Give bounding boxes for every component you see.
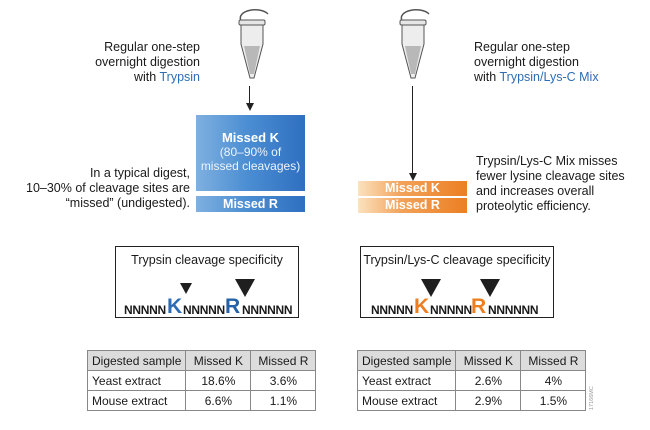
spec-title: Trypsin/Lys-C cleavage specificity	[363, 253, 551, 267]
missed-k-box-mix: Missed K	[358, 181, 467, 196]
down-arrow-icon	[412, 86, 414, 174]
cleavage-sequence: NNNNN K NNNNN R NNNNNN	[116, 279, 298, 323]
left-note: In a typical digest, 10–30% of cleavage …	[26, 166, 190, 210]
lysine-residue: K	[414, 295, 430, 318]
cleavage-triangle-icon	[480, 279, 500, 297]
down-arrow-icon	[245, 103, 254, 111]
lysine-residue: K	[167, 295, 183, 318]
trypsin-specificity-box: Trypsin cleavage specificity NNNNN K NNN…	[115, 246, 299, 318]
right-results-table: Digested sample Missed K Missed R Yeast …	[356, 350, 587, 411]
arginine-residue: R	[471, 295, 487, 318]
trypsin-lysc-specificity-box: Trypsin/Lys-C cleavage specificity NNNNN…	[360, 246, 554, 318]
cleavage-triangle-icon	[180, 283, 192, 294]
figure-code: 17166MC	[589, 386, 595, 410]
table-row: Mouse extract 2.9% 1.5%	[356, 390, 587, 411]
left-caption: Regular one-step overnight digestion wit…	[95, 40, 200, 84]
table-row: Yeast extract 18.6% 3.6%	[86, 370, 317, 391]
left-caption-enzyme: Trypsin	[159, 70, 200, 84]
table-header-row: Digested sample Missed K Missed R	[356, 350, 587, 371]
microcentrifuge-tube-icon	[399, 9, 430, 79]
missed-k-box-trypsin: Missed K (80–90% of missed cleavages)	[196, 115, 305, 191]
spec-title: Trypsin cleavage specificity	[131, 253, 283, 267]
table-header-row: Digested sample Missed K Missed R	[86, 350, 317, 371]
right-note: Trypsin/Lys-C Mix misses fewer lysine cl…	[476, 154, 625, 213]
right-caption-enzyme: Trypsin/Lys-C Mix	[499, 70, 599, 84]
right-caption: Regular one-step overnight digestion wit…	[474, 40, 599, 84]
table-row: Mouse extract 6.6% 1.1%	[86, 390, 317, 411]
cleavage-triangle-icon	[421, 279, 441, 297]
down-arrow-icon	[249, 86, 251, 104]
table-row: Yeast extract 2.6% 4%	[356, 370, 587, 391]
microcentrifuge-tube-icon	[238, 9, 269, 79]
arginine-residue: R	[225, 295, 241, 318]
down-arrow-icon	[408, 173, 417, 181]
missed-r-box-mix: Missed R	[358, 198, 467, 213]
cleavage-sequence: NNNNN K NNNNN R NNNNNN	[361, 279, 553, 323]
missed-r-box-trypsin: Missed R	[196, 196, 305, 212]
left-results-table: Digested sample Missed K Missed R Yeast …	[86, 350, 317, 411]
cleavage-triangle-icon	[235, 279, 255, 297]
